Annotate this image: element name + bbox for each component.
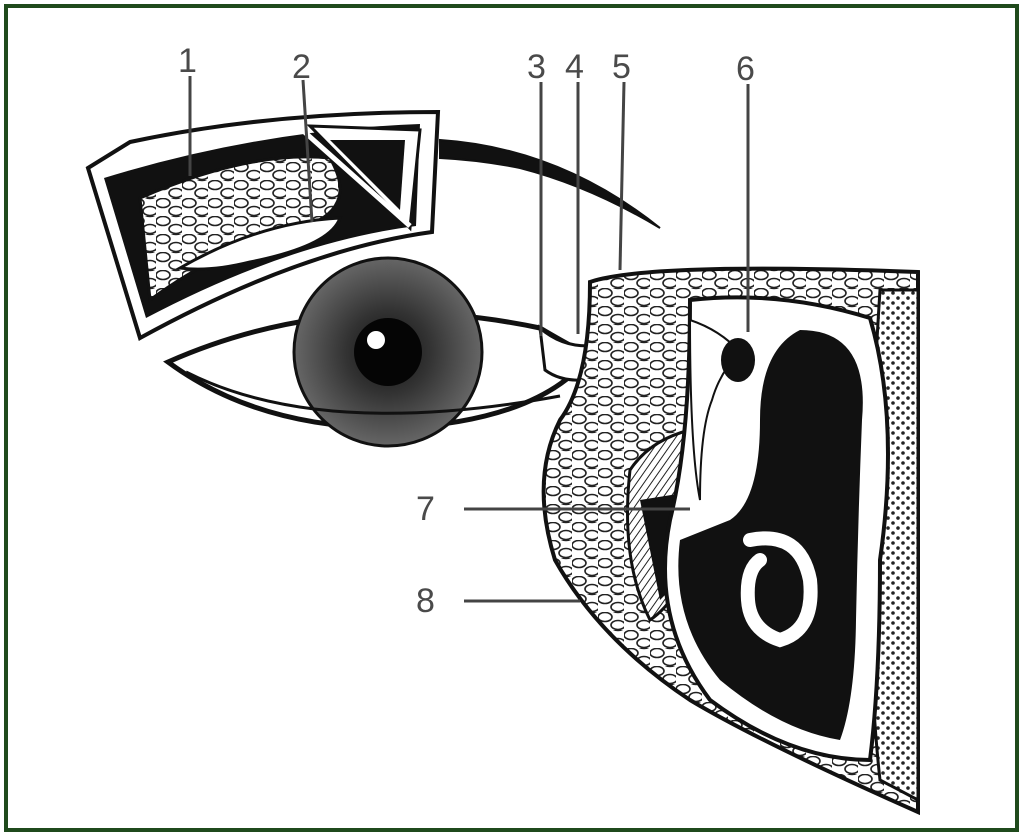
label-7: 7 bbox=[416, 492, 435, 526]
label-4: 4 bbox=[565, 50, 584, 84]
eyebrow-hair bbox=[440, 140, 660, 228]
label-5: 5 bbox=[612, 50, 631, 84]
label-1: 1 bbox=[178, 44, 197, 78]
label-3: 3 bbox=[527, 50, 546, 84]
label-6: 6 bbox=[736, 52, 755, 86]
label-2: 2 bbox=[292, 50, 311, 84]
label-8: 8 bbox=[416, 584, 435, 618]
